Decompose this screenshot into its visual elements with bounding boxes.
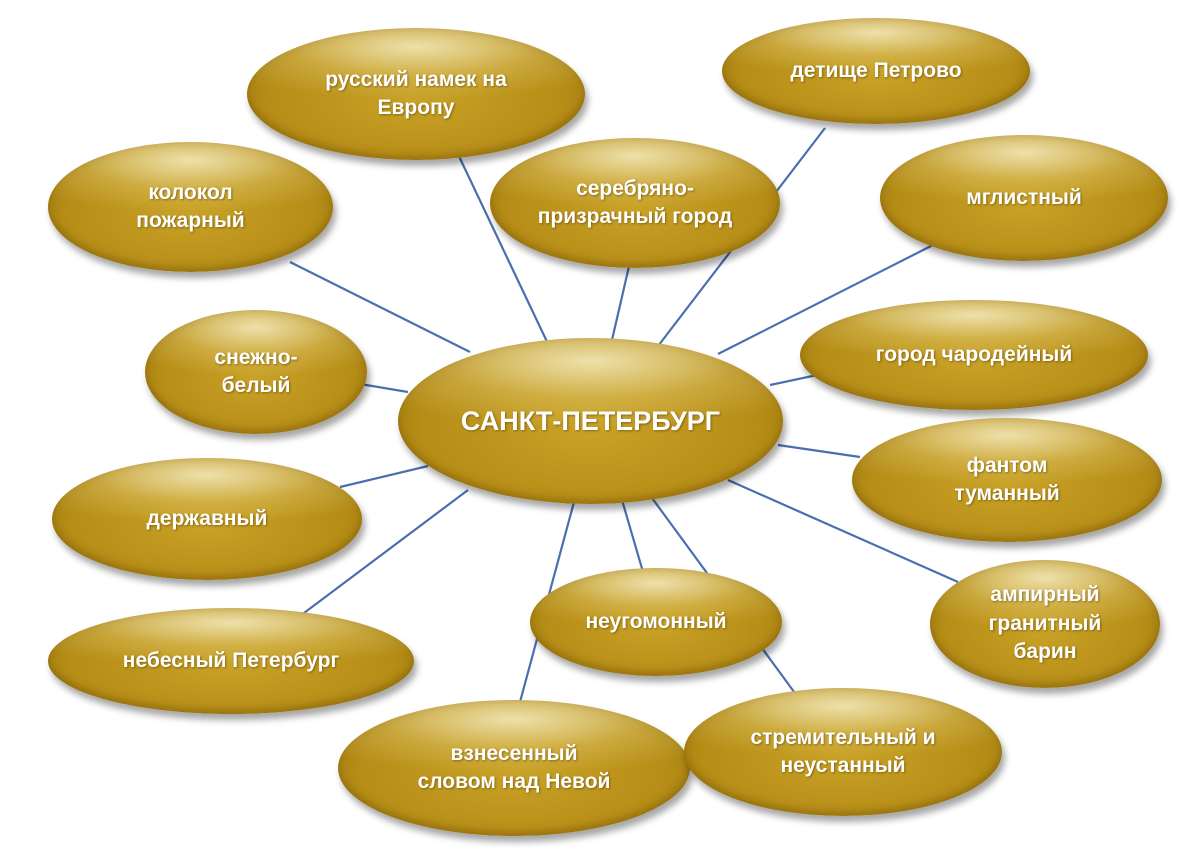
node-vznesenny-slovom: взнесенный словом над Невой (338, 700, 690, 836)
node-label: небесный Петербург (122, 648, 340, 672)
link-derzhavny (339, 464, 429, 489)
link-ampirny-granitny (727, 478, 959, 584)
node-gorod-charodeyny: город чародейный (800, 300, 1148, 410)
node-detishche-petrovo: детище Петрово (722, 18, 1030, 124)
link-nebesny-peterburg (299, 489, 469, 617)
link-mglistny (717, 244, 934, 355)
node-label: фантом туманный (954, 453, 1060, 505)
node-label: стремительный и неустанный (750, 725, 936, 777)
link-serebryano-prizrachny (610, 261, 632, 341)
node-mglistny: мглистный (880, 135, 1168, 261)
node-label: ампирный гранитный барин (988, 583, 1102, 664)
link-vznesenny-slovom (518, 501, 576, 703)
node-center-sankt-peterburg: САНКТ-ПЕТЕРБУРГ (398, 338, 783, 504)
node-label: колокол пожарный (136, 180, 245, 232)
link-neugomonny (620, 499, 645, 573)
link-kolokol-pozharny (289, 261, 471, 353)
node-label: город чародейный (875, 342, 1073, 366)
link-russkiy-namek (455, 149, 551, 349)
link-snezhno-bely (359, 382, 409, 394)
node-kolokol-pozharny: колокол пожарный (48, 142, 333, 272)
node-label: снежно- белый (214, 345, 298, 397)
node-derzhavny: державный (52, 458, 362, 580)
link-gorod-charodeyny (769, 372, 823, 387)
node-serebryano-prizrachny: серебряно- призрачный город (490, 138, 780, 268)
node-label: взнесенный словом над Невой (417, 741, 611, 793)
node-stremitelny-neustanny: стремительный и неустанный (684, 688, 1002, 816)
node-nebesny-peterburg: небесный Петербург (48, 608, 414, 714)
center-label: САНКТ-ПЕТЕРБУРГ (460, 405, 721, 436)
node-russkiy-namek: русский намек на Европу (247, 28, 585, 160)
node-snezhno-bely: снежно- белый (145, 310, 367, 434)
node-label: неугомонный (585, 609, 727, 633)
node-neugomonny: неугомонный (530, 568, 782, 676)
node-label: русский намек на Европу (325, 67, 507, 119)
node-label: державный (146, 506, 268, 530)
node-label: серебряно- призрачный город (537, 176, 733, 228)
node-label: детище Петрово (790, 58, 962, 82)
link-fantom-tumanny (777, 443, 861, 459)
node-fantom-tumanny: фантом туманный (852, 418, 1162, 542)
node-label: мглистный (966, 185, 1082, 209)
node-ampirny-granitny: ампирный гранитный барин (930, 560, 1160, 688)
